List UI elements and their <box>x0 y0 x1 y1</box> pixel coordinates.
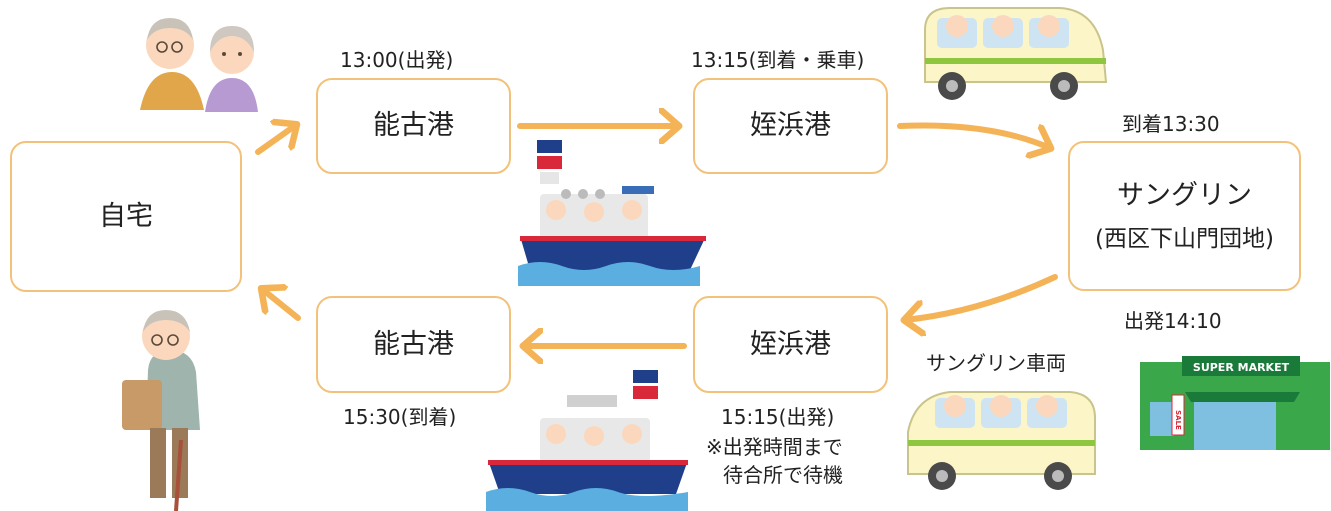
noko-arrive-time: 15:30(到着) <box>343 405 457 429</box>
elderly-couple-illustration <box>140 18 258 112</box>
supermarket-sign-text: SUPER MARKET <box>1193 361 1290 374</box>
supermarket-illustration: SUPER MARKET SALE <box>1140 356 1330 450</box>
meinohama-depart-time: 15:15(出発) <box>721 405 835 429</box>
noko-depart-time: 13:00(出発) <box>340 48 454 72</box>
sungreen-box: サングリン (西区下山門団地) <box>1068 141 1301 291</box>
noko-port-departure-box: 能古港 <box>316 78 511 174</box>
shuttle-van-illustration <box>924 7 1108 100</box>
arrow-home-to-noko <box>255 125 296 155</box>
home-label: 自宅 <box>99 200 153 232</box>
arrow-noko-to-home <box>262 289 301 321</box>
arrow-meinohama-to-sungreen <box>897 122 1050 148</box>
wait-note-line1: ※出発時間まで <box>706 435 843 459</box>
arrow-sungreen-to-meinohama <box>905 274 1058 320</box>
meinohama-port-return-label: 姪浜港 <box>750 328 831 360</box>
sungreen-label: サングリン <box>1117 180 1252 212</box>
meinohama-port-arrival-label: 姪浜港 <box>750 110 831 142</box>
noko-port-departure-label: 能古港 <box>373 110 454 142</box>
ferry-ship-illustration <box>518 140 706 286</box>
sungreen-depart-time: 出発14:10 <box>1124 309 1222 333</box>
noko-port-return-box: 能古港 <box>316 296 511 393</box>
sungreen-sub-label: (西区下山門団地) <box>1095 225 1274 252</box>
ferry-ship-return-illustration <box>486 370 688 511</box>
meinohama-arrive-time: 13:15(到着・乗車) <box>691 48 865 72</box>
elderly-man-illustration <box>122 310 200 511</box>
sungreen-arrive-time: 到着13:30 <box>1122 112 1220 136</box>
meinohama-port-arrival-box: 姪浜港 <box>693 78 888 174</box>
noko-port-return-label: 能古港 <box>373 328 454 360</box>
wait-note-line2: 待合所で待機 <box>723 463 843 487</box>
vehicle-caption: サングリン車両 <box>926 351 1066 375</box>
meinohama-port-return-box: 姪浜港 <box>693 296 888 393</box>
sale-tag-text: SALE <box>1174 410 1182 430</box>
home-box: 自宅 <box>10 141 242 292</box>
sungreen-van-illustration <box>907 391 1096 490</box>
